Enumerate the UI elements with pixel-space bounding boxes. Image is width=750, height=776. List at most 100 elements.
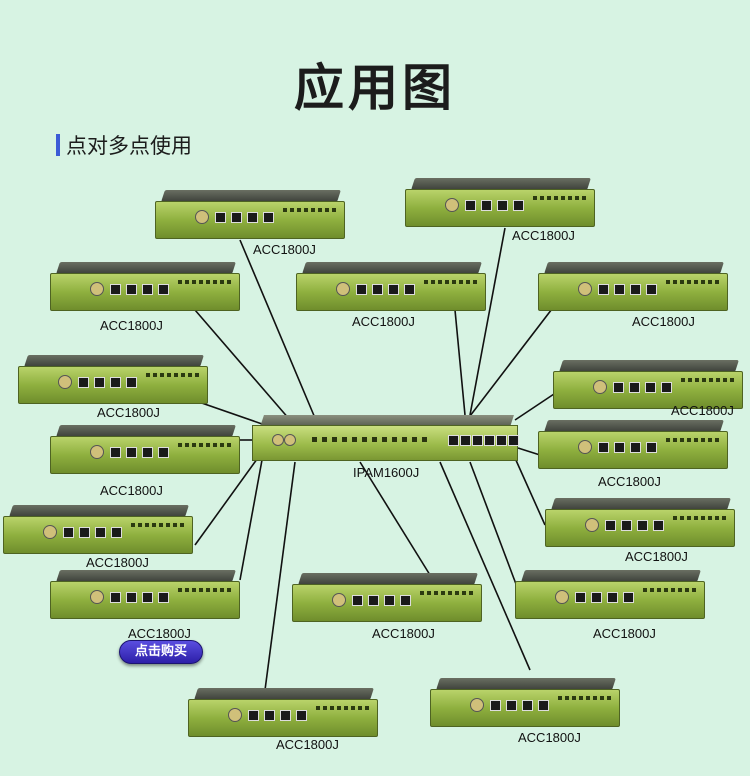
ethernet-port-icon [63, 527, 74, 538]
status-led-icon [730, 378, 734, 382]
status-led-icon [325, 208, 329, 212]
connection-line [514, 389, 561, 421]
status-led-icon [694, 516, 698, 520]
status-led-icon [723, 378, 727, 382]
status-led-icon [227, 280, 231, 284]
status-led-icon [547, 196, 551, 200]
device-label: ACC1800J [598, 474, 661, 489]
status-led-icon [680, 438, 684, 442]
ethernet-port-icon [264, 710, 275, 721]
status-led-icon [167, 373, 171, 377]
connection-line [514, 457, 546, 526]
ethernet-port-icon [142, 447, 153, 458]
ethernet-port-icon [591, 592, 602, 603]
device-label: ACC1800J [625, 549, 688, 564]
status-led-icon [575, 196, 579, 200]
device-front-panel [50, 581, 240, 619]
status-led-icon [694, 280, 698, 284]
status-led-icon [337, 706, 341, 710]
hub-bnc-connector-icon [272, 434, 284, 446]
device-label: ACC1800J [128, 626, 191, 641]
status-led-icon [420, 591, 424, 595]
hub-led-icon [382, 437, 387, 442]
ethernet-port-icon [248, 710, 259, 721]
ethernet-port-icon [653, 520, 664, 531]
status-led-icon [344, 706, 348, 710]
device-acc1800j [553, 360, 743, 418]
status-led-icon [192, 588, 196, 592]
ethernet-port-icon [384, 595, 395, 606]
ethernet-port-icon [296, 710, 307, 721]
ethernet-port-icon [607, 592, 618, 603]
status-led-icon [473, 280, 477, 284]
status-led-icon [192, 443, 196, 447]
status-led-icon [220, 280, 224, 284]
status-led-icon [174, 373, 178, 377]
status-led-icon [431, 280, 435, 284]
connection-line [454, 309, 466, 416]
status-led-icon [185, 588, 189, 592]
connection-line [239, 459, 263, 581]
device-label: ACC1800J [352, 314, 415, 329]
ethernet-port-icon [158, 592, 169, 603]
device-acc1800j [296, 262, 486, 320]
status-led-icon [701, 438, 705, 442]
device-acc1800j [18, 355, 208, 413]
ethernet-port-icon [280, 710, 291, 721]
status-led-icon [582, 196, 586, 200]
device-acc1800j [188, 688, 378, 746]
bnc-connector-icon [336, 282, 350, 296]
ethernet-port-icon [215, 212, 226, 223]
status-led-icon [680, 280, 684, 284]
device-acc1800j [292, 573, 482, 631]
status-led-icon [671, 588, 675, 592]
device-acc1800j [538, 262, 728, 320]
status-led-icon [365, 706, 369, 710]
status-led-icon [702, 378, 706, 382]
bnc-connector-icon [578, 440, 592, 454]
status-led-icon [427, 591, 431, 595]
hub-led-icon [332, 437, 337, 442]
hub-bnc-connector-icon [284, 434, 296, 446]
ethernet-port-icon [126, 284, 137, 295]
hub-device-ipam1600j [252, 415, 519, 465]
heading-accent-bar [56, 134, 60, 156]
ethernet-port-icon [126, 377, 137, 388]
ethernet-port-icon [646, 284, 657, 295]
status-led-icon [695, 378, 699, 382]
status-led-icon [673, 438, 677, 442]
status-led-icon [316, 706, 320, 710]
connection-line [517, 447, 541, 456]
status-led-icon [459, 280, 463, 284]
ethernet-port-icon [630, 442, 641, 453]
status-led-icon [199, 280, 203, 284]
buy-now-button[interactable]: 点击购买 [119, 640, 203, 664]
connection-line [439, 461, 531, 671]
ethernet-port-icon [388, 284, 399, 295]
connection-line [469, 461, 523, 601]
connection-line [194, 454, 261, 546]
section-heading-text: 点对多点使用 [66, 134, 192, 158]
status-led-icon [152, 523, 156, 527]
status-led-icon [424, 280, 428, 284]
ethernet-port-icon [614, 442, 625, 453]
status-led-icon [153, 373, 157, 377]
device-label: ACC1800J [100, 483, 163, 498]
status-led-icon [600, 696, 604, 700]
bnc-connector-icon [228, 708, 242, 722]
ethernet-port-icon [623, 592, 634, 603]
bnc-connector-icon [332, 593, 346, 607]
ethernet-port-icon [645, 382, 656, 393]
status-led-icon [643, 588, 647, 592]
device-label: ACC1800J [372, 626, 435, 641]
status-led-icon [709, 378, 713, 382]
device-acc1800j [430, 678, 620, 736]
bnc-connector-icon [195, 210, 209, 224]
status-led-icon [688, 378, 692, 382]
device-acc1800j [50, 262, 240, 320]
bnc-connector-icon [43, 525, 57, 539]
ethernet-port-icon [598, 442, 609, 453]
hub-port-icon [508, 435, 519, 446]
ethernet-port-icon [637, 520, 648, 531]
